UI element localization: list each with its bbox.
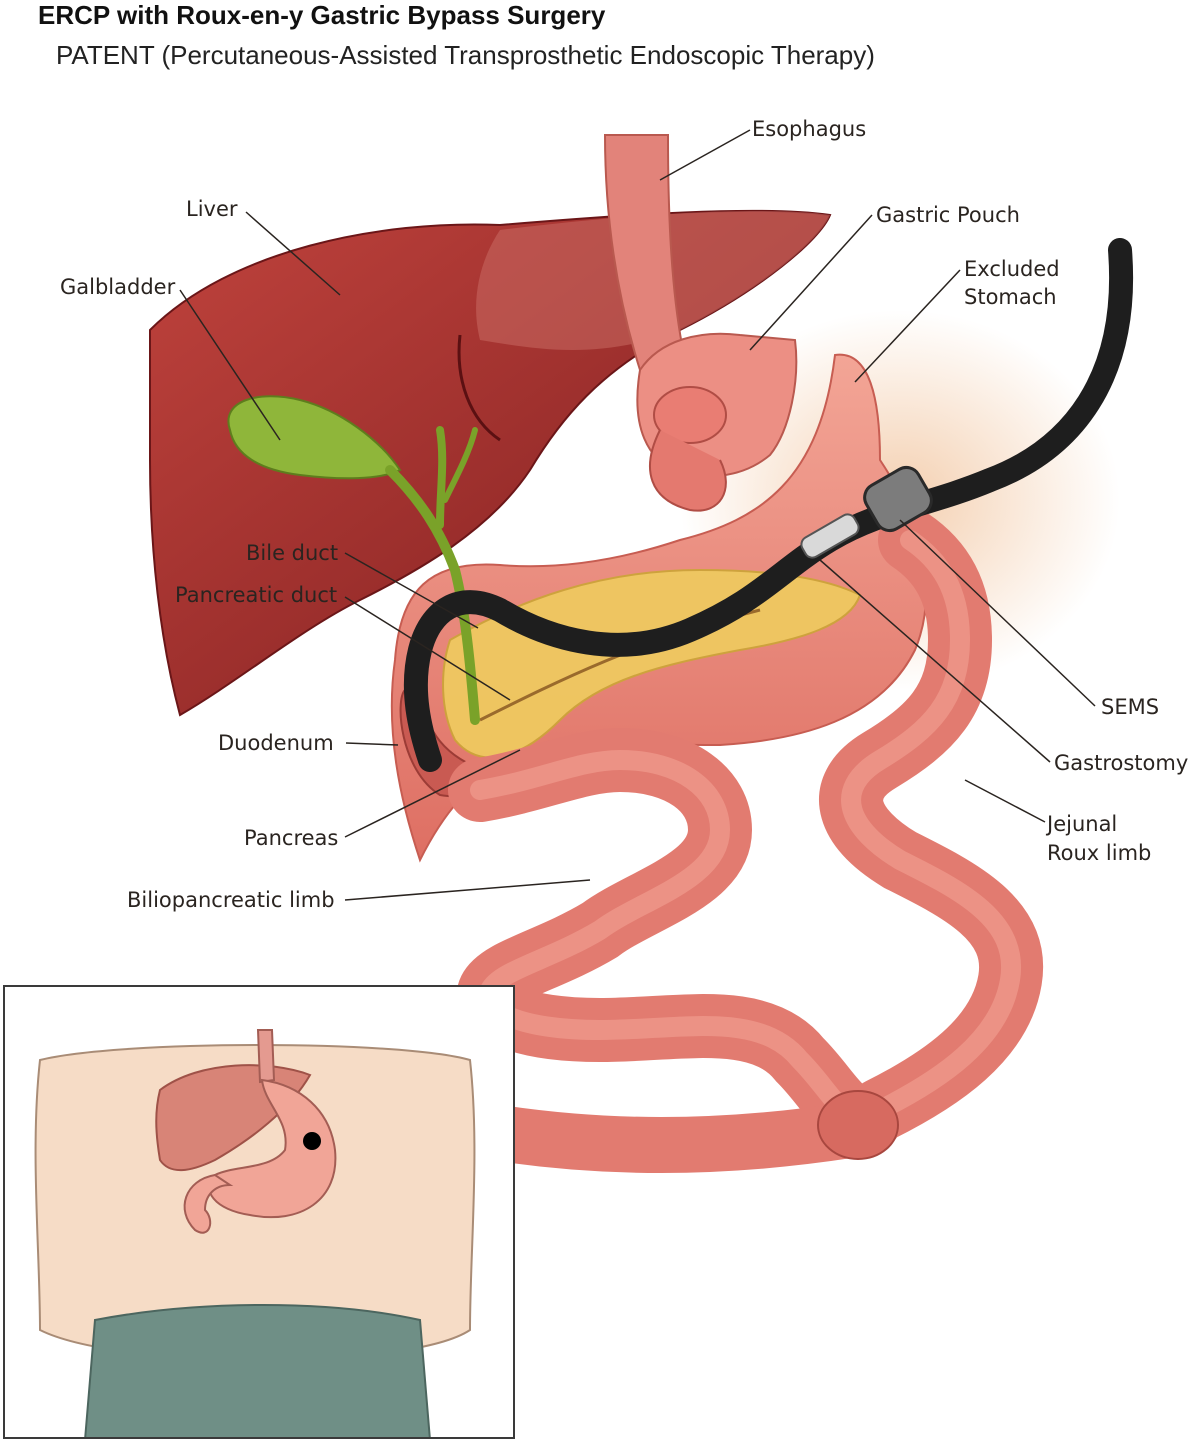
inset-duodenum <box>183 1173 234 1234</box>
inset-stomach <box>208 1078 337 1219</box>
pouch-anastomosis <box>653 386 727 444</box>
hepatic-duct-left <box>436 426 447 529</box>
label-liver: Liver <box>186 197 238 221</box>
inset-cloth <box>84 1304 431 1437</box>
gastrostomy-tube <box>800 513 860 559</box>
label-excluded: Excluded <box>964 257 1060 281</box>
inset-panel <box>3 985 515 1439</box>
diagram-title: ERCP with Roux-en-y Gastric Bypass Surge… <box>38 0 606 30</box>
label-gastrostomy: Gastrostomy <box>1054 751 1188 775</box>
biliopancreatic-limb-highlight <box>470 749 880 1130</box>
pancreas-shape <box>442 568 862 759</box>
label-duodenum: Duodenum <box>218 731 334 755</box>
leader-lines <box>179 129 1096 901</box>
label-pancreatic-duct: Pancreatic duct <box>175 583 337 607</box>
inset-esophagus <box>256 1029 276 1084</box>
liver-lobe-line <box>457 334 501 442</box>
sems-stent <box>863 465 933 533</box>
common-channel-shape <box>452 1102 878 1173</box>
label-gastric-pouch: Gastric Pouch <box>876 203 1020 227</box>
inset-gastrostomy-site-dot <box>303 1132 321 1150</box>
roux-start <box>649 429 727 512</box>
label-bile-duct: Bile duct <box>246 541 338 565</box>
label-biliopancreatic-limb: Biliopancreatic limb <box>127 888 335 912</box>
bile-duct-line <box>385 465 480 725</box>
label-roux-limb: Roux limb <box>1047 841 1151 865</box>
jejunojejunostomy <box>817 1090 899 1160</box>
diagram-subtitle: PATENT (Percutaneous-Assisted Transprost… <box>56 40 875 70</box>
label-galbladder: Galbladder <box>60 275 176 299</box>
roux-limb-highlight <box>841 530 1022 1120</box>
hepatic-duct-right <box>442 427 478 503</box>
gallbladder-shape <box>227 395 402 480</box>
label-esophagus: Esophagus <box>752 117 866 141</box>
label-pancreas: Pancreas <box>244 826 338 850</box>
label-sems: SEMS <box>1101 695 1159 719</box>
label-stomach: Stomach <box>964 285 1057 309</box>
label-jejunal: Jejunal <box>1045 812 1117 836</box>
endoscope-shape <box>403 238 1134 772</box>
